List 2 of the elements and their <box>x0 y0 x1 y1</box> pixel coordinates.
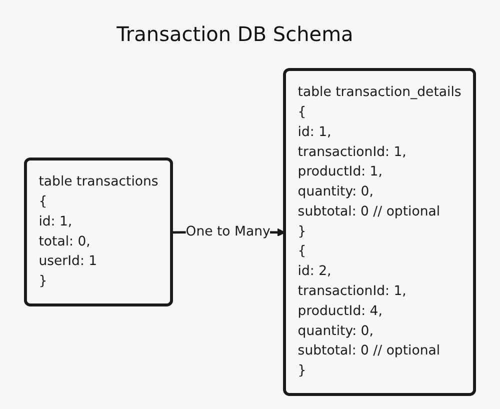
diagram-title: Transaction DB Schema <box>116 22 354 46</box>
edge-label: One to Many <box>186 224 270 240</box>
